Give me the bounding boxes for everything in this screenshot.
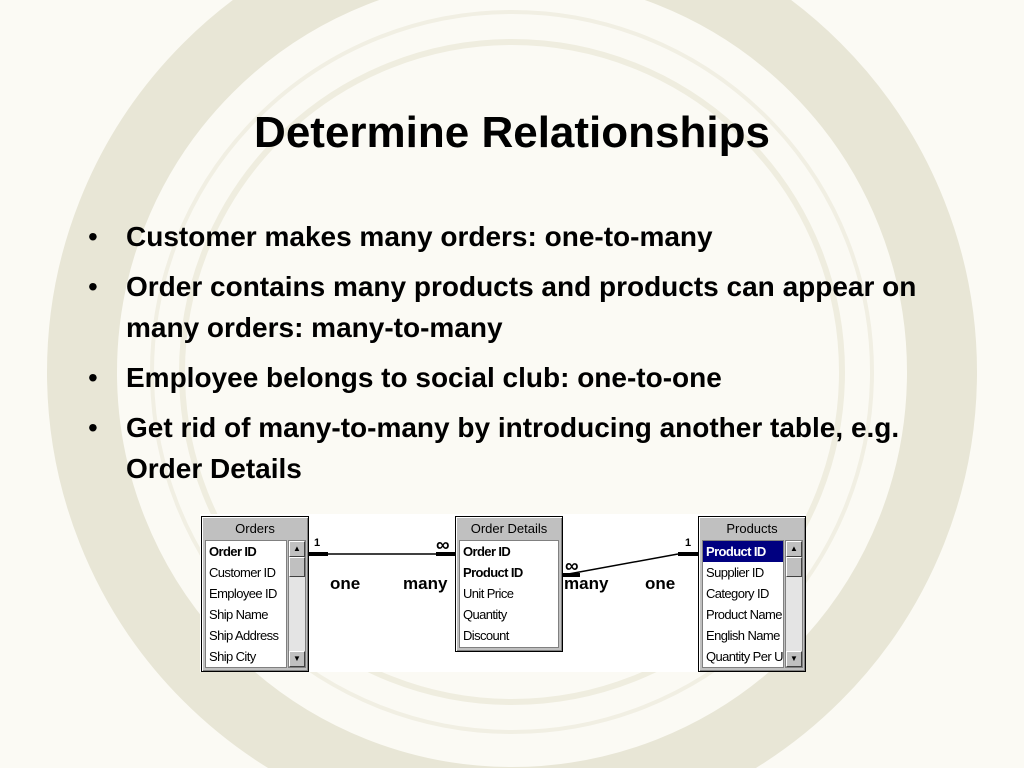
- field-category-id[interactable]: Category ID: [706, 586, 769, 601]
- bullet-list: • Customer makes many orders: one-to-many…: [88, 216, 948, 498]
- cardinality-many-orderdetails: ∞: [436, 535, 450, 556]
- label-many-right: many: [564, 574, 609, 593]
- field-ship-address[interactable]: Ship Address: [209, 628, 279, 643]
- bullet-item: • Employee belongs to social club: one-to…: [88, 357, 948, 398]
- field-employee-id[interactable]: Employee ID: [209, 586, 277, 601]
- orders-scrollbar[interactable]: ▲ ▼: [288, 540, 306, 668]
- products-table-title[interactable]: Products: [701, 519, 803, 538]
- label-one-right: one: [645, 574, 676, 593]
- bullet-dot: •: [88, 221, 98, 252]
- field-english-name[interactable]: English Name: [706, 628, 780, 643]
- scroll-thumb[interactable]: [289, 557, 305, 577]
- field-product-id[interactable]: Product ID: [463, 565, 523, 580]
- orders-table-title[interactable]: Orders: [204, 519, 306, 538]
- bullet-dot: •: [88, 271, 98, 302]
- bullet-item: • Customer makes many orders: one-to-many: [88, 216, 948, 257]
- relationship-lines: [308, 552, 698, 577]
- bullet-text: Customer makes many orders: one-to-many: [126, 221, 713, 252]
- products-scrollbar[interactable]: ▲ ▼: [785, 540, 803, 668]
- products-field-list: Product ID Supplier ID Category ID Produ…: [702, 540, 784, 668]
- order-details-table[interactable]: Order Details Order ID Product ID Unit P…: [455, 516, 563, 652]
- scroll-down-arrow-icon[interactable]: ▼: [289, 651, 305, 667]
- bullet-dot: •: [88, 362, 98, 393]
- bullet-text: Get rid of many-to-many by introducing a…: [126, 412, 900, 484]
- field-ship-name[interactable]: Ship Name: [209, 607, 269, 622]
- field-product-name[interactable]: Product Name: [706, 607, 783, 622]
- cardinality-one-orders: 1: [314, 537, 321, 549]
- label-one-left: one: [330, 574, 361, 593]
- orders-field-list: Order ID Customer ID Employee ID Ship Na…: [205, 540, 287, 668]
- field-order-id[interactable]: Order ID: [209, 544, 257, 559]
- scroll-thumb[interactable]: [786, 557, 802, 577]
- field-supplier-id[interactable]: Supplier ID: [706, 565, 764, 580]
- slide-title: Determine Relationships: [254, 108, 770, 157]
- products-table[interactable]: Products Product ID Supplier ID Category…: [698, 516, 806, 672]
- scroll-down-arrow-icon[interactable]: ▼: [786, 651, 802, 667]
- field-quantity-per-unit[interactable]: Quantity Per Ur: [706, 649, 784, 664]
- order-details-field-list: Order ID Product ID Unit Price Quantity …: [459, 540, 559, 648]
- order-details-table-title[interactable]: Order Details: [458, 519, 560, 538]
- field-product-id[interactable]: Product ID: [703, 541, 783, 562]
- label-many-left: many: [403, 574, 448, 593]
- cardinality-one-products: 1: [685, 537, 692, 549]
- bullet-item: • Order contains many products and produc…: [88, 266, 948, 348]
- orderdetails-products-line: [562, 553, 679, 576]
- scroll-up-arrow-icon[interactable]: ▲: [786, 541, 802, 557]
- field-ship-city[interactable]: Ship City: [209, 649, 256, 664]
- field-customer-id[interactable]: Customer ID: [209, 565, 276, 580]
- bullet-text: Order contains many products and product…: [126, 271, 917, 343]
- field-order-id[interactable]: Order ID: [463, 544, 511, 559]
- relationship-diagram: 1 ∞ ∞ 1 one many many one Orders Order I…: [200, 514, 806, 672]
- field-quantity[interactable]: Quantity: [463, 607, 507, 622]
- field-unit-price[interactable]: Unit Price: [463, 586, 514, 601]
- bullet-item: • Get rid of many-to-many by introducing …: [88, 407, 948, 489]
- scroll-up-arrow-icon[interactable]: ▲: [289, 541, 305, 557]
- cardinality-many-orderdetails-2: ∞: [565, 556, 579, 577]
- bullet-dot: •: [88, 412, 98, 443]
- field-discount[interactable]: Discount: [463, 628, 509, 643]
- orders-table[interactable]: Orders Order ID Customer ID Employee ID …: [201, 516, 309, 672]
- bullet-text: Employee belongs to social club: one-to-…: [126, 362, 722, 393]
